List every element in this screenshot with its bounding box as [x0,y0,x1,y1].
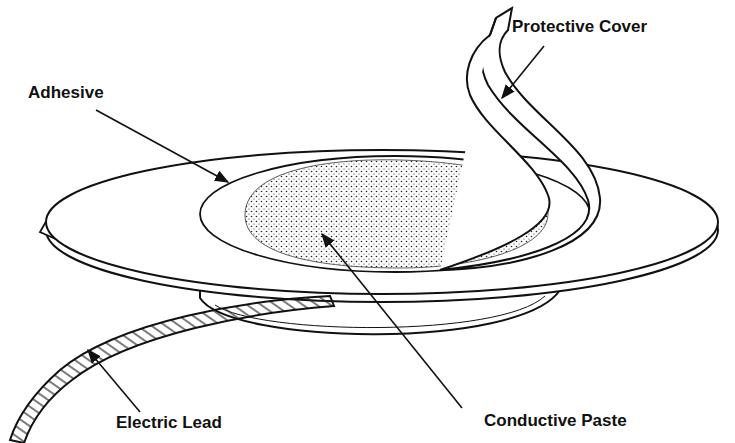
cover-fold [490,18,496,35]
part-label: Adhesive [28,84,104,103]
leader-line [502,46,544,98]
protective-cover [440,8,600,270]
leader-line [322,234,462,408]
part-label: Protective Cover [512,18,647,37]
electric-lead [10,296,334,443]
leader-lines [88,46,544,412]
leader-line [96,110,228,182]
leader-line [88,350,140,412]
adhesive-flange [46,150,718,294]
cover-inner-face [440,35,550,270]
part-label: Electric Lead [116,414,222,433]
part-label: Conductive Paste [484,412,627,431]
